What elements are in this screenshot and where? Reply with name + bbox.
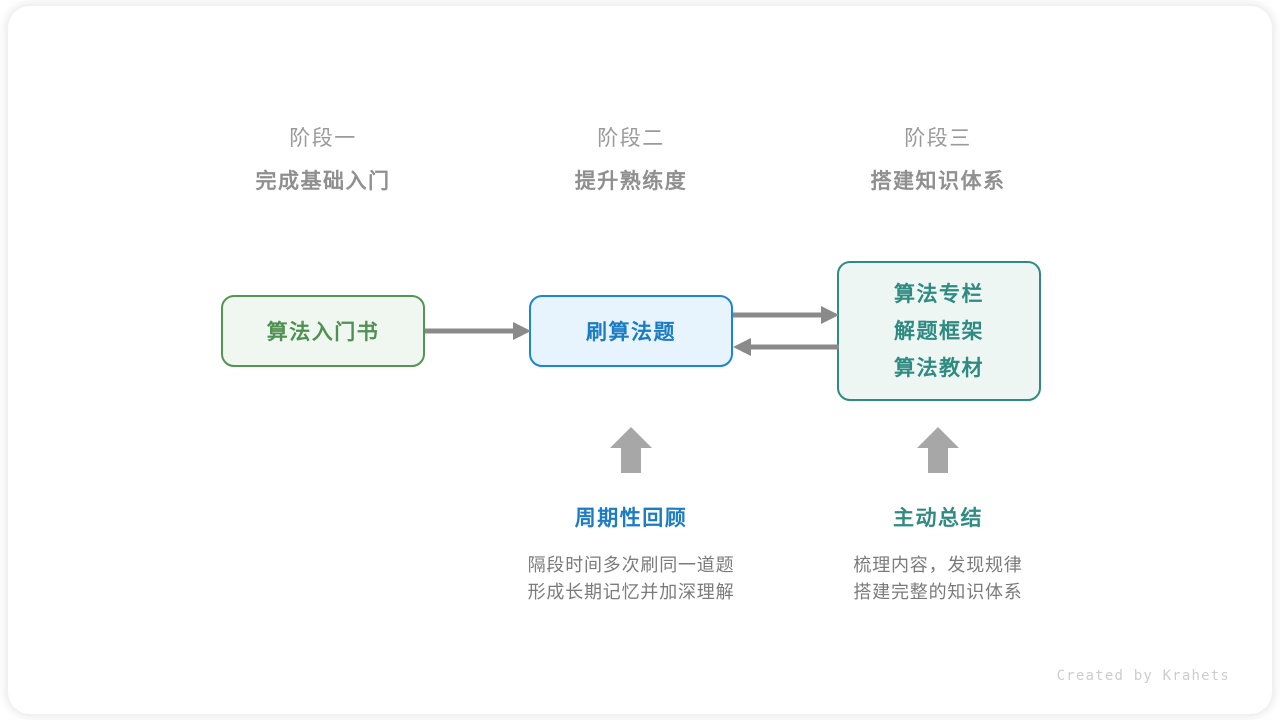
node-practice-problems[interactable]: 刷算法题 bbox=[529, 295, 733, 367]
annotation-summary-body-line-1: 梳理内容，发现规律 bbox=[853, 555, 1023, 575]
node-system-line-1: 算法专栏 bbox=[894, 282, 984, 306]
arrow-system-to-practice bbox=[733, 337, 839, 357]
phase-title-1: 完成基础入门 bbox=[255, 170, 391, 193]
arrow-practice-to-system bbox=[733, 305, 839, 325]
annotation-review-body: 隔段时间多次刷同一道题 形成长期记忆并加深理解 bbox=[481, 552, 781, 606]
credit-text: Created by Krahets bbox=[1056, 668, 1230, 684]
arrow-book-to-practice bbox=[425, 321, 531, 341]
phase-title-3: 搭建知识体系 bbox=[870, 170, 1006, 193]
annotation-summary-body-line-2: 搭建完整的知识体系 bbox=[853, 582, 1023, 602]
node-book-line-1: 算法入门书 bbox=[266, 321, 380, 344]
node-knowledge-system[interactable]: 算法专栏 解题框架 算法教材 bbox=[837, 261, 1041, 401]
phase-label-2: 阶段二 bbox=[597, 127, 665, 150]
node-system-line-2: 解题框架 bbox=[894, 319, 984, 343]
annotation-summary-title: 主动总结 bbox=[893, 507, 983, 530]
node-algorithm-intro-book[interactable]: 算法入门书 bbox=[221, 295, 425, 367]
phase-heading-3: 阶段三 搭建知识体系 bbox=[808, 124, 1068, 198]
phase-title-2: 提升熟练度 bbox=[574, 170, 688, 193]
annotation-active-summary: 主动总结 梳理内容，发现规律 搭建完整的知识体系 bbox=[788, 504, 1088, 606]
annotation-review-body-line-1: 隔段时间多次刷同一道题 bbox=[527, 555, 735, 575]
phase-heading-1: 阶段一 完成基础入门 bbox=[193, 124, 453, 198]
annotation-periodic-review: 周期性回顾 隔段时间多次刷同一道题 形成长期记忆并加深理解 bbox=[481, 504, 781, 606]
annotation-review-title: 周期性回顾 bbox=[574, 507, 688, 530]
node-practice-line-1: 刷算法题 bbox=[586, 321, 676, 344]
phase-heading-2: 阶段二 提升熟练度 bbox=[501, 124, 761, 198]
annotation-summary-body: 梳理内容，发现规律 搭建完整的知识体系 bbox=[788, 552, 1088, 606]
annotation-review-body-line-2: 形成长期记忆并加深理解 bbox=[527, 582, 735, 602]
node-system-line-3: 算法教材 bbox=[894, 356, 984, 380]
up-arrow-icon-summary bbox=[916, 426, 960, 474]
up-arrow-icon-review bbox=[609, 426, 653, 474]
phase-label-3: 阶段三 bbox=[904, 127, 972, 150]
phase-label-1: 阶段一 bbox=[289, 127, 357, 150]
